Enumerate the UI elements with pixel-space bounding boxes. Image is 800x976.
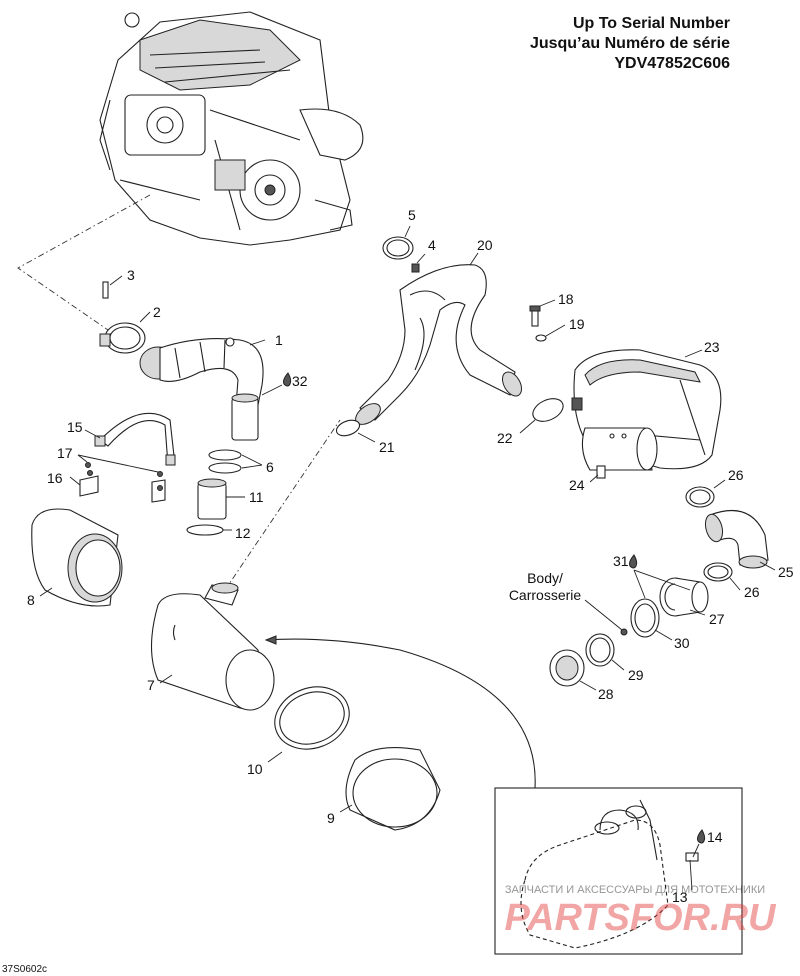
callout-26-lower: 26 (744, 584, 760, 600)
callout-20: 20 (477, 237, 493, 253)
callout-2: 2 (153, 304, 161, 320)
callout-16: 16 (47, 470, 63, 486)
partsfor-watermark: ЗАПЧАСТИ И АКСЕССУАРЫ ДЛЯ МОТОТЕХНИКИ PA… (505, 884, 777, 939)
callout-1: 1 (275, 332, 283, 348)
callout-4: 4 (428, 237, 436, 253)
callout-13: 13 (672, 889, 688, 905)
drawing-code: 37S0602c (2, 964, 47, 975)
header-line-3: YDV47852C606 (614, 55, 730, 72)
body-label-line-1: Body/ (527, 570, 563, 586)
part-2-clamp (99, 311, 151, 354)
callout-28: 28 (598, 686, 614, 702)
callout-15: 15 (67, 419, 83, 435)
body-reference: Body/ Carrosserie (509, 570, 628, 636)
part-15-strap (84, 412, 176, 466)
callout-31: 31 (613, 553, 629, 569)
part-32-sealant (261, 372, 292, 396)
callout-5: 5 (408, 207, 416, 223)
callout-26-upper: 26 (728, 467, 744, 483)
part-1-exhaust-pipe (139, 337, 266, 441)
part-25-elbow-hose (704, 510, 776, 571)
part-9-end-cap (339, 747, 441, 831)
part-30-gasket (630, 598, 673, 641)
parts-16-17-brackets (69, 454, 166, 503)
header-line-1: Up To Serial Number (573, 15, 730, 32)
part-7-muffler (151, 582, 275, 711)
callout-14: 14 (707, 829, 723, 845)
part-6-clamps (208, 449, 263, 474)
part-29-gasket (585, 633, 625, 671)
callout-29: 29 (628, 667, 644, 683)
body-label-line-2: Carrosserie (509, 587, 582, 603)
part-5-ring (382, 225, 414, 260)
callout-19: 19 (569, 316, 585, 332)
callout-18: 18 (558, 291, 574, 307)
callout-11: 11 (249, 489, 264, 505)
watermark-tagline: ЗАПЧАСТИ И АКСЕССУАРЫ ДЛЯ МОТОТЕХНИКИ (505, 884, 765, 896)
callout-25: 25 (778, 564, 794, 580)
callout-9: 9 (327, 810, 335, 826)
watermark-brand: PARTSFOR.RU (505, 897, 777, 939)
part-11-sleeve (197, 478, 245, 520)
part-26-clamp-lower (703, 562, 741, 591)
part-24-outlet-tube (581, 427, 658, 483)
part-12-gasket (186, 524, 232, 536)
callout-8: 8 (27, 592, 35, 608)
parts-18-19-bolt-washer (529, 299, 566, 342)
callout-30: 30 (674, 635, 690, 651)
part-27-fitting (659, 577, 709, 617)
callout-24: 24 (569, 477, 585, 493)
callout-23: 23 (704, 339, 720, 355)
part-10-clamp-ring (267, 686, 350, 763)
callout-32: 32 (292, 373, 308, 389)
callout-6: 6 (266, 459, 274, 475)
part-3-pin (102, 275, 123, 299)
part-20-tailpipe (355, 252, 522, 425)
header-line-2: Jusqu’au Numéro de série (530, 35, 730, 52)
callout-3: 3 (127, 267, 135, 283)
part-31-sealant (629, 554, 691, 599)
part-4-screw (411, 253, 426, 273)
inset-detail-box (494, 787, 743, 955)
callout-27: 27 (709, 611, 725, 627)
part-28-nut (549, 649, 597, 691)
callout-21: 21 (379, 439, 395, 455)
callout-17: 17 (57, 445, 73, 461)
engine-illustration (99, 11, 364, 246)
callout-labels: 1 2 3 4 5 6 7 8 9 10 11 12 13 14 15 16 1… (27, 207, 794, 905)
serial-header: Up To Serial Number Jusqu’au Numéro de s… (530, 15, 730, 72)
part-21-clamp (335, 419, 376, 443)
callout-7: 7 (147, 677, 155, 693)
part-22-clamp (519, 398, 564, 434)
part-26-clamp-upper (685, 479, 726, 508)
callout-10: 10 (247, 761, 263, 777)
part-8-heat-shield (31, 508, 123, 607)
callout-22: 22 (497, 430, 513, 446)
callout-12: 12 (235, 525, 251, 541)
inset-reference-arc (264, 635, 536, 789)
